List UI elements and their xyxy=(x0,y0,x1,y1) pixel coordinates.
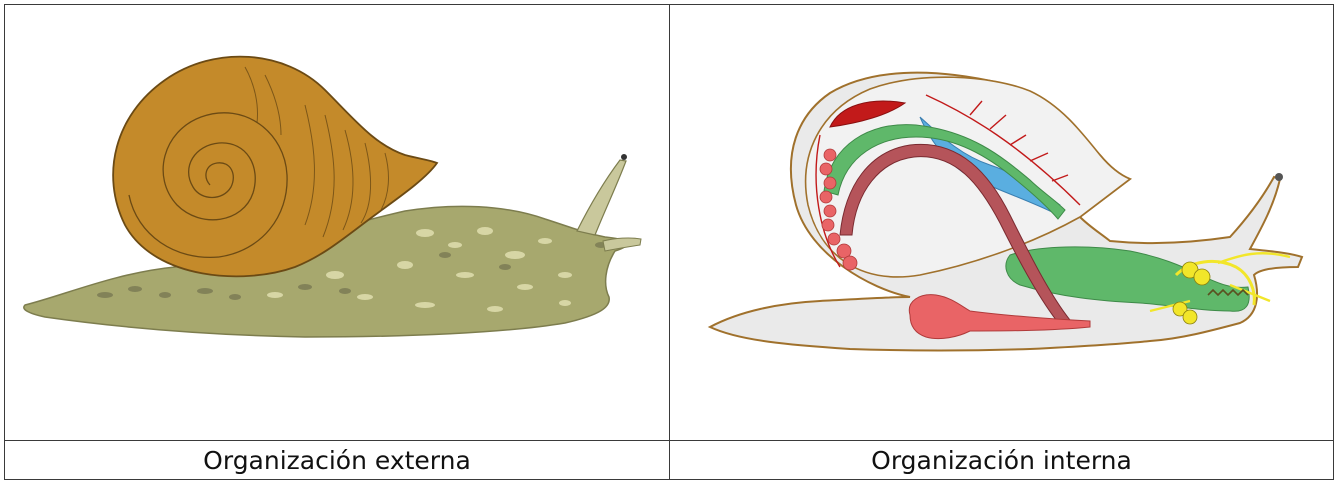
upper-tentacle xyxy=(577,160,626,235)
eye-dot xyxy=(621,154,627,160)
internal-snail-image-cell xyxy=(670,5,1333,441)
figure-table: Organización externa Organización intern… xyxy=(4,4,1334,480)
caption-external: Organización externa xyxy=(5,441,670,479)
internal-snail-illustration xyxy=(670,5,1333,441)
eye-dot xyxy=(1275,173,1283,181)
external-snail-image-cell xyxy=(5,5,670,441)
caption-internal: Organización interna xyxy=(670,441,1333,479)
external-snail-illustration xyxy=(5,5,670,441)
